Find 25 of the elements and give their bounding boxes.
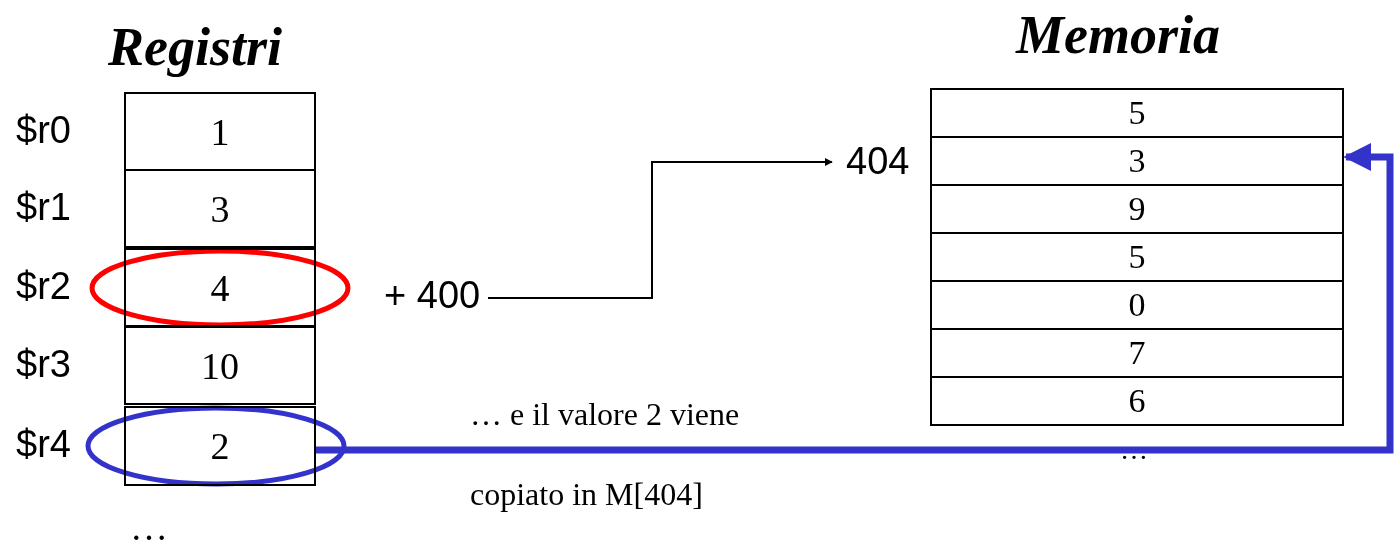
register-name: $r3 [16, 344, 71, 383]
memory-cell: 5 [930, 88, 1344, 138]
memory-cell: 5 [930, 232, 1344, 282]
register-name: $r0 [16, 110, 71, 149]
register-cell: 10 [124, 326, 316, 405]
register-cell: 3 [124, 169, 316, 248]
register-cell: 2 [124, 406, 316, 486]
note-text: … e il valore 2 viene [470, 398, 740, 430]
register-cell: 1 [124, 92, 316, 171]
address-text: 404 [846, 142, 910, 180]
heading: Memoria [1016, 8, 1220, 62]
register-name: $r4 [16, 425, 71, 463]
memory-cell: 9 [930, 184, 1344, 234]
register-name: $r1 [16, 187, 71, 226]
note-text: copiato in M[404] [470, 478, 703, 510]
ellipsis: … [1120, 436, 1148, 464]
memory-cell: 7 [930, 328, 1344, 378]
memory-cell: 0 [930, 280, 1344, 330]
memory-cell: 3 [930, 136, 1344, 186]
offset-text: + 400 [384, 276, 481, 314]
register-cell: 4 [124, 248, 316, 327]
ellipsis: … [130, 508, 168, 546]
arrow [487, 158, 833, 299]
memory-cell: 6 [930, 376, 1344, 426]
register-name: $r2 [16, 266, 71, 305]
